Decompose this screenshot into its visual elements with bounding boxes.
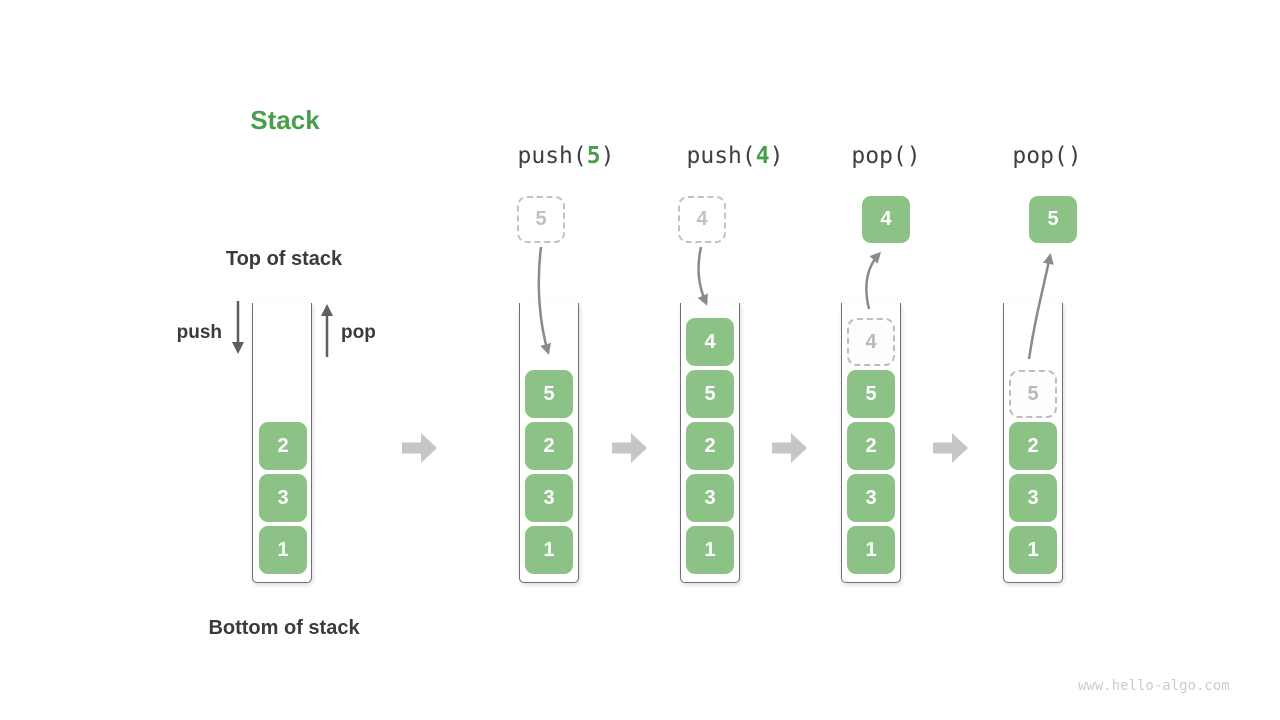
stack-cell: 3 [259, 474, 307, 522]
top-of-stack-label: Top of stack [225, 248, 343, 270]
op-label-arg: 4 [755, 143, 770, 169]
op-label-text: ) [906, 143, 921, 169]
stack-cell: 2 [259, 422, 307, 470]
op-label-text: pop( [851, 143, 907, 169]
popped-value-box: 4 [862, 196, 910, 243]
op-label-text: push( [686, 143, 756, 169]
ghost-stack-cell: 4 [847, 318, 895, 366]
stack-cell: 5 [686, 370, 734, 418]
stack-cell: 1 [259, 526, 307, 574]
push-label: push [176, 322, 222, 343]
op-label-text: ) [1067, 143, 1082, 169]
incoming-value-box: 5 [517, 196, 565, 243]
transition-arrow-icon [402, 433, 437, 463]
popped-value-box: 5 [1029, 196, 1077, 243]
stack-cell: 2 [525, 422, 573, 470]
stack-cell: 1 [1009, 526, 1057, 574]
watermark: www.hello-algo.com [1078, 678, 1230, 694]
op-label-text: push( [517, 143, 587, 169]
stack-cell: 2 [847, 422, 895, 470]
transition-arrow-icon [772, 433, 807, 463]
stack-cell: 2 [1009, 422, 1057, 470]
op-label-text: pop( [1012, 143, 1068, 169]
stack-cell: 3 [525, 474, 573, 522]
op-label-text: ) [769, 143, 784, 169]
stack-cell: 5 [847, 370, 895, 418]
transition-arrow-icon [933, 433, 968, 463]
stack-cell: 2 [686, 422, 734, 470]
stack-cell: 3 [686, 474, 734, 522]
stack-cell: 5 [525, 370, 573, 418]
op-label-arg: 5 [586, 143, 601, 169]
ghost-stack-cell: 5 [1009, 370, 1057, 418]
bottom-of-stack-label: Bottom of stack [208, 617, 360, 639]
op-label-push-4: push(4) [650, 145, 820, 168]
stack-cell: 3 [847, 474, 895, 522]
stack-cell: 1 [686, 526, 734, 574]
pop-guide-arrow-icon [865, 251, 882, 310]
stack-cell: 1 [847, 526, 895, 574]
push-guide-arrow-icon [697, 246, 708, 306]
op-label-text: ) [600, 143, 615, 169]
op-label-push-5: push(5) [481, 145, 651, 168]
op-label-pop: pop() [962, 145, 1132, 168]
transition-arrow-icon [612, 433, 647, 463]
stack-cell: 4 [686, 318, 734, 366]
stack-cell: 1 [525, 526, 573, 574]
pop-label: pop [341, 322, 376, 343]
incoming-value-box: 4 [678, 196, 726, 243]
stack-cell: 3 [1009, 474, 1057, 522]
page-title: Stack [250, 105, 320, 135]
op-label-pop: pop() [801, 145, 971, 168]
